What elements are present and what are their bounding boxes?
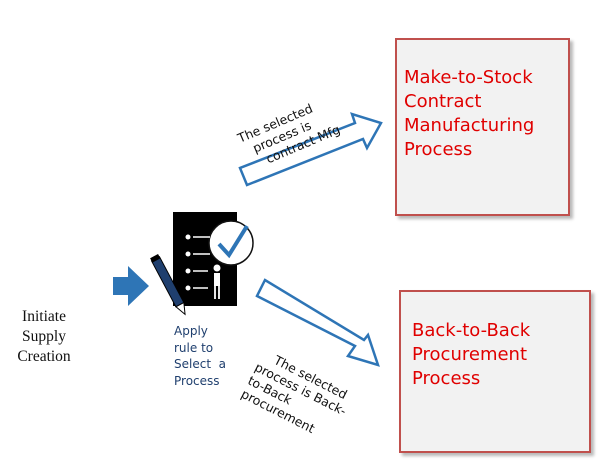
rule-line-2: rule to (174, 340, 214, 355)
mts-line-2: Contract (404, 91, 482, 112)
mts-line-4: Process (404, 139, 473, 160)
mts-line-1: Make-to-Stock (404, 67, 533, 88)
rule-line-3: Select a (174, 357, 227, 371)
mts-line-3: Manufacturing (404, 115, 535, 136)
back-to-back-box (399, 290, 591, 453)
right-arrow-icon (113, 266, 149, 306)
upper-hollow-arrow (238, 112, 383, 187)
initiate-supply-creation-label: Initiate Supply Creation (2, 307, 86, 367)
start-line-2: Supply (22, 328, 66, 345)
btb-line-3: Process (412, 368, 481, 389)
back-to-back-text: Back-to-Back Procurement Process (412, 319, 530, 391)
make-to-stock-text: Make-to-Stock Contract Manufacturing Pro… (404, 66, 534, 162)
start-line-1: Initiate (22, 308, 66, 325)
rule-line-1: Apply (174, 324, 208, 338)
make-to-stock-box (395, 38, 570, 216)
checklist-person-icon (150, 212, 254, 316)
start-line-3: Creation (17, 348, 71, 365)
btb-line-1: Back-to-Back (412, 320, 531, 341)
apply-rule-label: Apply rule to Select a Process (174, 323, 254, 389)
btb-line-2: Procurement (412, 344, 528, 365)
lower-hollow-arrow (255, 278, 380, 367)
rule-line-4: Process (174, 373, 220, 388)
